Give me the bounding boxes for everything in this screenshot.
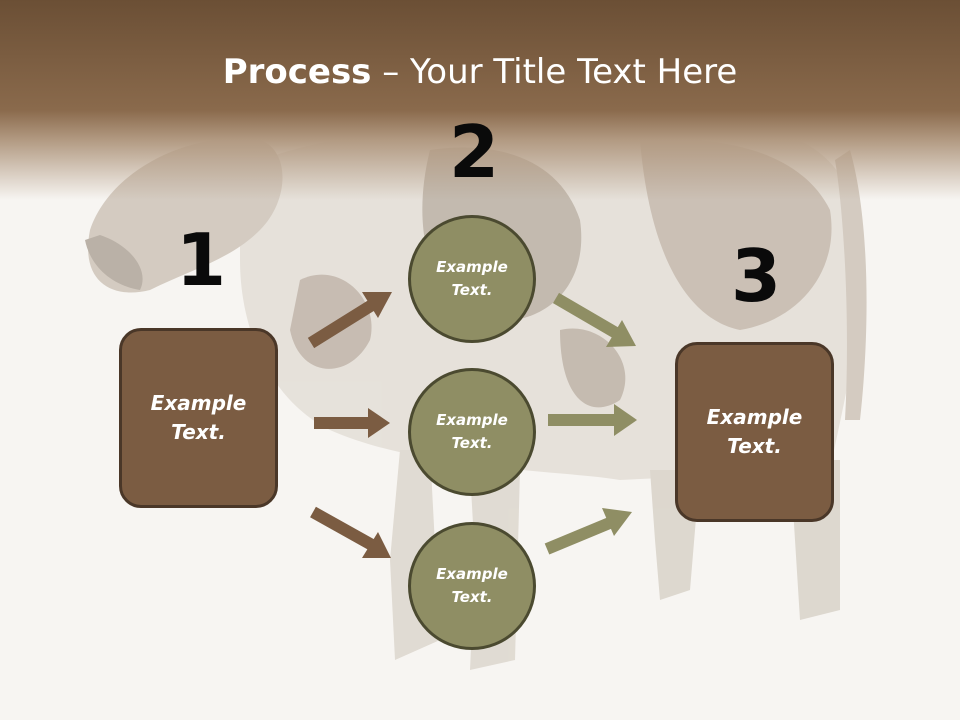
circle-top-line2: Text. (451, 281, 493, 299)
circle-top-line1: Example (436, 258, 508, 276)
circle-bottom-line1: Example (436, 565, 508, 583)
slide-title: Process – Your Title Text Here (0, 52, 960, 92)
step-circle-top: Example Text. (408, 215, 536, 343)
box-left-line2: Text. (171, 420, 226, 444)
step-box-right: Example Text. (675, 342, 834, 522)
box-right-line2: Text. (727, 434, 782, 458)
title-rest: – Your Title Text Here (371, 52, 738, 92)
arrow-right-top (552, 292, 636, 347)
circle-bottom-line2: Text. (451, 588, 493, 606)
arrow-right-bottom (544, 508, 632, 555)
title-bold: Process (222, 52, 372, 92)
circle-middle-line1: Example (436, 411, 508, 429)
step-number-1: 1 (176, 218, 227, 302)
step-number-2: 2 (449, 110, 500, 194)
arrow-left-middle (314, 408, 390, 438)
header-band (0, 0, 960, 200)
circle-middle-line2: Text. (451, 434, 493, 452)
step-number-3: 3 (731, 234, 782, 318)
arrow-left-bottom (310, 506, 391, 558)
step-circle-middle: Example Text. (408, 368, 536, 496)
arrow-right-middle (548, 404, 637, 436)
step-circle-bottom: Example Text. (408, 522, 536, 650)
arrow-left-top (307, 292, 392, 349)
box-left-line1: Example (150, 391, 247, 415)
step-box-left: Example Text. (119, 328, 278, 508)
box-right-line1: Example (706, 405, 803, 429)
